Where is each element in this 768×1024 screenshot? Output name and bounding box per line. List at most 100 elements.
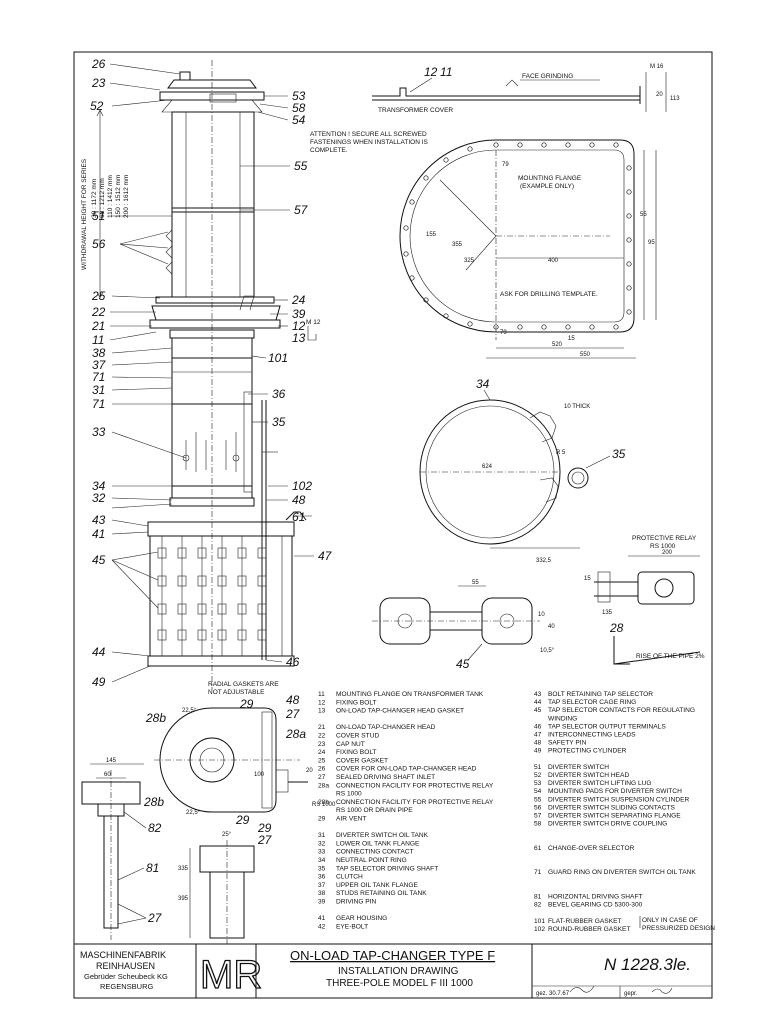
callout-23: 23 (91, 76, 106, 90)
legend-number: 21 (318, 724, 326, 731)
rise-of-pipe-label: RISE OF THE PIPE 2% (636, 653, 705, 660)
legend-text: COVER GASKET (336, 757, 388, 764)
protective-relay-label: RS 1000 (650, 543, 676, 550)
legend-text: DIVERTER SWITCH LIFTING LUG (548, 780, 652, 787)
legend-number: 24 (318, 749, 326, 756)
radial-gaskets-note: RADIAL GASKETS ARE (208, 681, 279, 688)
legend-number: 57 (534, 813, 542, 820)
legend-text: BOLT RETAINING TAP SELECTOR (548, 691, 653, 698)
legend-text: CHANGE-OVER SELECTOR (548, 845, 635, 852)
signature-scribble (651, 987, 673, 994)
dim-395: 395 (178, 896, 189, 902)
legend-number: 32 (318, 840, 326, 847)
legend-text: LOWER OIL TANK FLANGE (336, 840, 420, 847)
legend-number: 41 (318, 915, 326, 922)
callout-11: 11 (92, 333, 104, 347)
ask-drilling-label: ASK FOR DRILLING TEMPLATE. (500, 291, 598, 298)
company-name: MASCHINENFABRIK (80, 950, 166, 960)
radial-gaskets-note: NOT ADJUSTABLE (208, 689, 265, 696)
legend-number: 31 (318, 832, 326, 839)
legend-number: 45 (534, 707, 542, 714)
signature-drawn: gez. 30.7.67 (536, 991, 570, 997)
legend-text: DIVERTER SWITCH OIL TANK (336, 832, 429, 839)
drawing-model: THREE-POLE MODEL F III 1000 (326, 978, 473, 989)
legend-text: TAP SELECTOR CONTACTS FOR REGULATING (548, 707, 695, 714)
legend-number: 12 (318, 699, 326, 706)
callout-48-top: 48 (286, 693, 300, 707)
legend-text: DIVERTER SWITCH HEAD (548, 772, 629, 779)
legend-number: 43 (534, 691, 542, 698)
legend-number: 54 (534, 788, 542, 795)
drawing-subtitle: INSTALLATION DRAWING (338, 966, 459, 977)
callout-47: 47 (318, 549, 333, 563)
dim-10: 10 (538, 612, 545, 618)
legend-text: RS 1000 (336, 791, 362, 798)
legend-text: UPPER OIL TANK FLANGE (336, 882, 419, 889)
legend-number: 101 (534, 918, 545, 925)
dim-355: 355 (452, 242, 463, 248)
legend-text: TAP SELECTOR CAGE RING (548, 699, 636, 706)
transformer-cover-label: TRANSFORMER COVER (378, 107, 453, 114)
legend-text: EYE-BOLT (336, 923, 368, 930)
callout-52: 52 (90, 99, 104, 113)
legend-text: NEUTRAL POINT RING (336, 857, 407, 864)
callout-102: 102 (292, 479, 312, 493)
legend-text: CONNECTION FACILITY FOR PROTECTIVE RELAY (336, 782, 494, 789)
dim-55: 55 (640, 212, 647, 218)
legend-text: CAP NUT (336, 741, 365, 748)
legend-number: 34 (318, 857, 326, 864)
legend-number: 46 (534, 723, 542, 730)
coupling-view: 55 10 40 10,5° 45 (372, 580, 555, 671)
callout-82: 82 (148, 821, 162, 835)
callout-25: 25 (91, 289, 106, 303)
dim-79b: 79 (500, 330, 507, 336)
withdrawal-table: WITHDRAWAL HEIGHT FOR SERIES (81, 158, 88, 270)
callout-61: 61 (292, 510, 305, 524)
callout-45-coupling: 45 (456, 657, 470, 671)
mr-logo: MR (200, 953, 262, 997)
callout-35: 35 (272, 415, 286, 429)
callout-46: 46 (286, 655, 300, 669)
legend-text: DIVERTER SWITCH SLIDING CONTACTS (548, 804, 675, 811)
callout-28-relay: 28 (609, 621, 624, 635)
thick-label: 10 THICK (564, 404, 590, 410)
legend-number: 102 (534, 926, 545, 933)
dim-95: 95 (648, 240, 655, 246)
company-location: REGENSBURG (100, 982, 154, 991)
callout-11-top: 11 (440, 65, 452, 79)
withdrawal-row: 200 : 1612 mm (123, 175, 130, 218)
legend-text: SAFETY PIN (548, 740, 587, 747)
legend-text: ROUND-RUBBER GASKET (548, 926, 630, 933)
dim-10-5: 10,5° (540, 648, 555, 654)
legend-number: 56 (534, 804, 542, 811)
callout-55: 55 (294, 159, 308, 173)
dim-22-5: 22,5° (182, 708, 197, 714)
legend-text: INTERCONNECTING LEADS (548, 732, 636, 739)
callout-44: 44 (92, 645, 106, 659)
callout-13: 13 (292, 331, 306, 345)
legend-bracket-note: ONLY IN CASE OF (642, 917, 698, 924)
legend-number: 35 (318, 865, 326, 872)
callout-31: 31 (92, 383, 105, 397)
face-grinding-label: FACE GRINDING (522, 73, 573, 80)
dim-25deg: 25° (222, 832, 232, 838)
dim-60: 60 (104, 772, 111, 778)
legend-text: AIR VENT (336, 816, 366, 823)
legend-number: 36 (318, 874, 326, 881)
callout-49: 49 (92, 675, 106, 689)
callout-28a: 28a (285, 727, 306, 741)
legend-text: GUARD RING ON DIVERTER SWITCH OIL TANK (548, 869, 696, 876)
legend-text: TAP SELECTOR DRIVING SHAFT (336, 865, 438, 872)
callout-27: 27 (285, 707, 301, 721)
callout-28b: 28b (145, 711, 166, 725)
dim-520: 520 (552, 342, 563, 348)
legend-text: FLAT-RUBBER GASKET (548, 918, 622, 925)
protective-relay-label: PROTECTIVE RELAY (632, 535, 697, 542)
dim-15: 15 (568, 336, 575, 342)
legend-number: 42 (318, 923, 326, 930)
callout-41: 41 (92, 527, 105, 541)
callout-21: 21 (91, 319, 105, 333)
legend-number: 28b (318, 799, 329, 806)
callout-29-lower: 29 (235, 813, 250, 827)
